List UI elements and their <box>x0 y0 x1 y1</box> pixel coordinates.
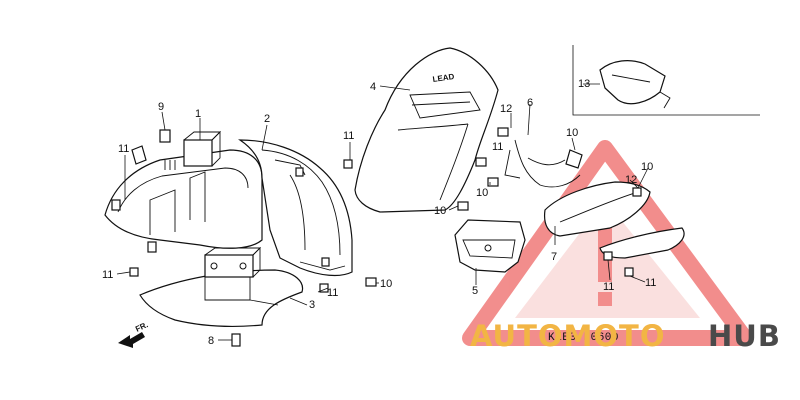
callout-7: 7 <box>551 251 557 263</box>
callout-11: 11 <box>603 281 614 293</box>
part-front-fender <box>139 246 304 347</box>
callout-11: 11 <box>327 287 338 299</box>
callout-10: 10 <box>566 127 578 139</box>
part-headlight-housing <box>454 127 526 273</box>
callout-10: 10 <box>434 205 446 217</box>
callout-11: 11 <box>343 130 354 142</box>
part-front-top-cover: LEAD <box>354 47 499 213</box>
callout-13: 13 <box>578 78 590 90</box>
callout-8: 8 <box>208 335 214 347</box>
part-13-inset <box>572 45 760 116</box>
callout-10: 10 <box>641 161 653 173</box>
leader-lines <box>116 83 649 341</box>
front-direction-arrow-icon: FR. <box>118 320 150 348</box>
fasteners <box>129 157 642 293</box>
watermark-text-secondary: HUB <box>708 319 781 353</box>
watermark-text-primary: AUTOMOTO <box>470 319 665 353</box>
callout-11: 11 <box>118 143 129 155</box>
callout-10: 10 <box>380 278 392 290</box>
part-front-lower-cover <box>504 139 685 259</box>
watermark-logo: AUTOMOTO HUB <box>470 319 781 353</box>
callouts: 9 1 2 11 11 11 10 11 3 8 4 5 12 6 10 11 … <box>102 78 656 347</box>
front-label: FR. <box>134 320 149 334</box>
callout-3: 3 <box>309 299 315 311</box>
callout-10: 10 <box>476 187 488 199</box>
callout-11: 11 <box>645 277 656 289</box>
callout-11: 11 <box>492 141 503 153</box>
part-inner-cover <box>104 129 263 253</box>
part-inner-rear-cover <box>238 139 353 277</box>
callout-9: 9 <box>158 101 164 113</box>
callout-5: 5 <box>472 285 478 297</box>
emblem-text: LEAD <box>432 72 455 84</box>
callout-6: 6 <box>527 97 533 109</box>
callout-12: 12 <box>625 174 637 186</box>
callout-2: 2 <box>264 113 270 125</box>
diagram-code: KEE3-F0600 <box>548 332 619 344</box>
callout-12: 12 <box>500 103 512 115</box>
callout-1: 1 <box>195 108 201 120</box>
callout-11: 11 <box>102 269 113 281</box>
callout-4: 4 <box>370 81 376 93</box>
